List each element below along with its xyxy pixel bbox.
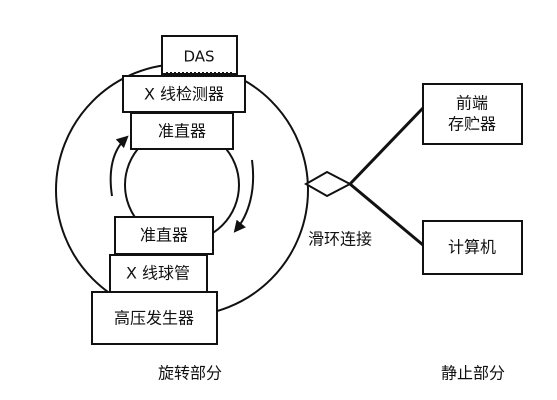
rotation-arrow-right: [233, 159, 255, 233]
frontend-storage-block: 前端 存贮器: [422, 83, 523, 145]
collimator-top-label: 准直器: [158, 122, 206, 141]
generator-block: 高压发生器: [91, 291, 218, 345]
rotation-arrow-left: [109, 135, 129, 197]
collimator-bottom-label: 准直器: [140, 226, 188, 245]
detector-label: X 线检测器: [144, 85, 224, 104]
link-to-frontend-storage: [348, 106, 425, 186]
computer-block: 计算机: [422, 220, 523, 275]
link-to-computer: [349, 182, 424, 247]
computer-label: 计算机: [448, 238, 496, 257]
frontend-storage-label-line1: 前端: [456, 94, 488, 113]
xray-tube-label: X 线球管: [126, 264, 190, 283]
collimator-bottom-block: 准直器: [114, 216, 214, 255]
rotating-part-caption: 旋转部分: [158, 364, 222, 383]
slip-ring-connector: [303, 170, 353, 198]
das-block: DAS: [161, 35, 238, 75]
das-label: DAS: [183, 48, 214, 66]
detector-block: X 线检测器: [122, 75, 246, 113]
stationary-part-caption: 静止部分: [441, 364, 505, 383]
xray-tube-block: X 线球管: [109, 254, 208, 293]
generator-label: 高压发生器: [114, 309, 194, 328]
frontend-storage-label-line2: 存贮器: [448, 115, 496, 134]
slip-ring-label: 滑环连接: [308, 230, 372, 249]
collimator-top-block: 准直器: [130, 112, 234, 150]
